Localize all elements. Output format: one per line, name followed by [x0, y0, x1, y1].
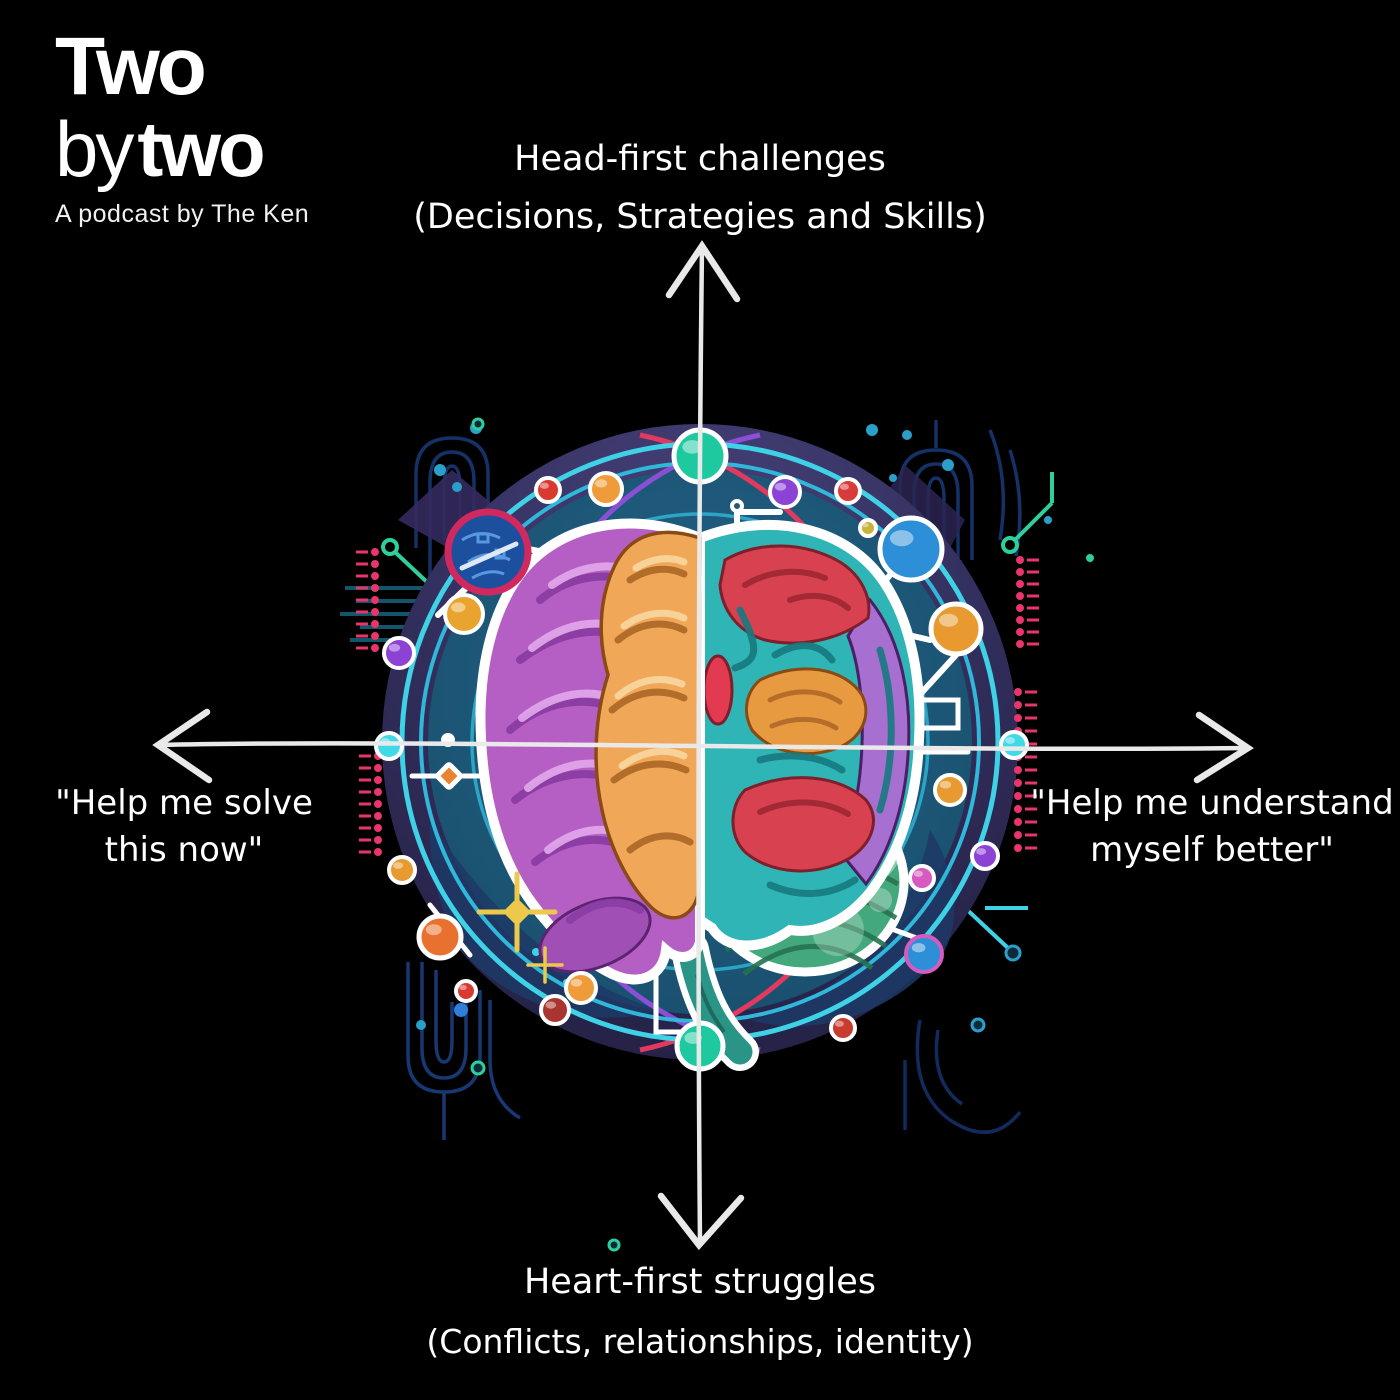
right-hemisphere — [695, 519, 925, 951]
up-arrowhead — [665, 240, 741, 303]
logo-word-two: Two — [55, 21, 207, 112]
axis-label-bottom-line1: Heart-first struggles — [523, 1262, 877, 1302]
circuit-lens — [444, 508, 532, 596]
axis-label-top-line2: (Decisions, Strategies and Skills) — [413, 197, 987, 237]
logo: Two bytwo A podcast by The Ken — [55, 26, 309, 227]
axis-label-left: "Help me solve this now" — [14, 780, 354, 874]
axis-label-top: Head-first challenges (Decisions, Strate… — [350, 130, 1050, 246]
pink-tick-marks — [356, 548, 1039, 856]
quadrant-axes — [152, 240, 1254, 1251]
right-arrowhead — [1193, 711, 1254, 784]
logo-line-2: bytwo — [55, 110, 309, 188]
scatter-dots — [416, 417, 1094, 1252]
left-arrowhead — [152, 708, 213, 784]
axis-label-right-line1: "Help me understand — [1030, 783, 1394, 823]
vertical-axis — [696, 243, 705, 1246]
logo-word-two-2: two — [137, 105, 265, 193]
axis-label-top-line1: Head-first challenges — [514, 139, 886, 179]
brain-illustration — [475, 518, 925, 1071]
logo-word-by: by — [55, 105, 134, 193]
down-arrowhead — [657, 1192, 745, 1251]
axis-label-right-line2: myself better" — [1090, 830, 1334, 870]
axis-label-left-line2: this now" — [104, 830, 264, 870]
sparkle — [476, 871, 564, 984]
orbit-orbs — [374, 427, 1029, 1072]
axis-label-right: "Help me understand myself better" — [1026, 780, 1398, 874]
left-hemisphere — [475, 518, 705, 985]
axis-label-left-line1: "Help me solve — [55, 783, 313, 823]
horizontal-axis — [155, 741, 1251, 752]
axis-label-bottom-line2: (Conflicts, relationships, identity) — [426, 1322, 974, 1361]
axis-label-bottom: Heart-first struggles (Conflicts, relati… — [330, 1252, 1070, 1372]
logo-tagline: A podcast by The Ken — [55, 200, 310, 228]
